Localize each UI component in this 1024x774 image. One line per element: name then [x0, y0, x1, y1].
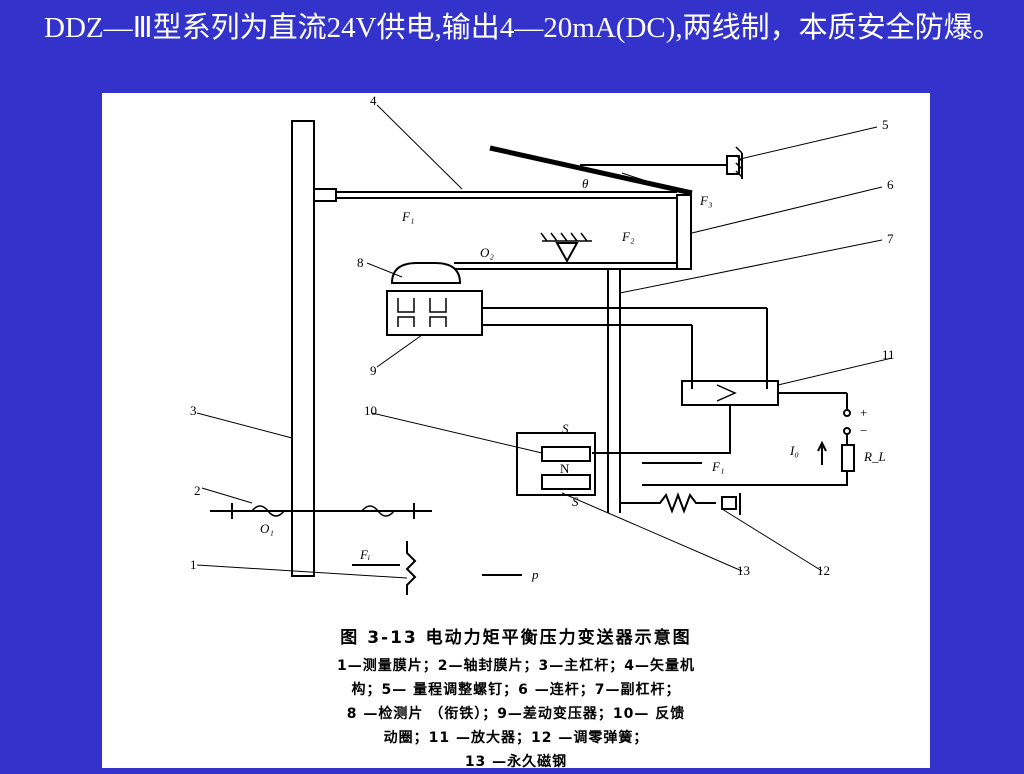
feedback-coil-top [541, 446, 591, 462]
transmitter-schematic [196, 104, 893, 595]
feedback-coil-housing [516, 432, 596, 496]
caption-line-5: 13 —永久磁钢 [464, 754, 568, 770]
measuring-diaphragm [405, 541, 417, 595]
caption-line-3: 8 —检测片 （衔铁）；9—差动变压器；10— 反馈 [346, 706, 686, 722]
symbol-n: N [560, 461, 570, 476]
seal-waves [251, 505, 395, 517]
symbol-rl: R_L [863, 449, 886, 464]
part-label-2: 2 [194, 483, 201, 498]
symbol-o2: O₂ [480, 245, 494, 260]
caption-line-4: 动圈；11 —放大器；12 —调零弹簧； [383, 730, 649, 746]
figure-caption: 图 3-13 电动力矩平衡压力变送器示意图 1—测量膜片；2—轴封膜片；3—主杠… [102, 623, 930, 774]
part-label-12: 12 [817, 563, 830, 578]
symbol-f3: F₃ [699, 193, 712, 208]
symbol-s-top: S [562, 421, 569, 436]
part-label-10: 10 [364, 403, 377, 418]
transformer-windings [397, 298, 447, 327]
caption-line-1: 1—测量膜片；2—轴封膜片；3—主杠杆；4—矢量机 [337, 658, 695, 674]
zero-spring [620, 492, 716, 514]
part-label-7: 7 [887, 231, 894, 246]
amplifier-symbol [716, 384, 737, 402]
armature [390, 262, 462, 284]
symbol-f1-bottom: F₁ [711, 459, 724, 474]
symbol-minus: − [860, 423, 867, 438]
part-label-11: 11 [882, 347, 895, 362]
lever-joint [313, 188, 337, 202]
part-label-9: 9 [370, 363, 377, 378]
symbol-s-bottom: S [572, 494, 579, 509]
zero-screw [721, 496, 737, 510]
part-label-8: 8 [357, 255, 364, 270]
symbol-p: p [531, 567, 539, 582]
permanent-magnet [541, 474, 591, 490]
part-label-6: 6 [887, 177, 894, 192]
symbol-theta: θ [582, 176, 589, 191]
leader-lines [196, 104, 893, 579]
part-label-13: 13 [737, 563, 750, 578]
caption-title: 图 3-13 电动力矩平衡压力变送器示意图 [340, 628, 692, 648]
symbol-io: I₀ [789, 443, 799, 458]
io-arrow-head [817, 440, 827, 452]
diagram-figure: 4 5 6 7 8 9 3 10 11 2 1 12 13 F₁ F₃ F₂ θ… [102, 93, 930, 770]
range-screw-hatch [735, 146, 743, 178]
slide-description: DDZ—Ⅲ型系列为直流24V供电,输出4—20mA(DC),两线制，本质安全防爆… [44, 12, 1002, 44]
wire-rl-return [642, 471, 848, 486]
part-label-5: 5 [882, 117, 889, 132]
symbol-f1-top: F₁ [401, 209, 414, 224]
theta-arc-line [621, 172, 683, 194]
caption-line-2: 构；5— 量程调整螺钉；6 —连杆；7—副杠杆； [351, 682, 681, 698]
symbol-f2: F₂ [621, 229, 635, 244]
symbol-o1: O₁ [260, 521, 274, 536]
pivot-o2-ground [540, 232, 592, 242]
part-label-4: 4 [370, 93, 377, 108]
seal-mounts [231, 503, 415, 519]
main-lever [291, 120, 315, 577]
part-label-1: 1 [190, 557, 197, 572]
differential-transformer [386, 290, 483, 336]
symbol-fi: Fᵢ [359, 547, 370, 562]
pivot-o2 [555, 242, 579, 264]
part-label-3: 3 [190, 403, 197, 418]
schematic-labels: 4 5 6 7 8 9 3 10 11 2 1 12 13 F₁ F₃ F₂ θ… [190, 93, 895, 582]
wire-amp-to-coil [592, 405, 731, 454]
plus-terminal [843, 409, 851, 417]
connecting-rod [676, 194, 692, 270]
symbol-plus: + [860, 405, 867, 420]
